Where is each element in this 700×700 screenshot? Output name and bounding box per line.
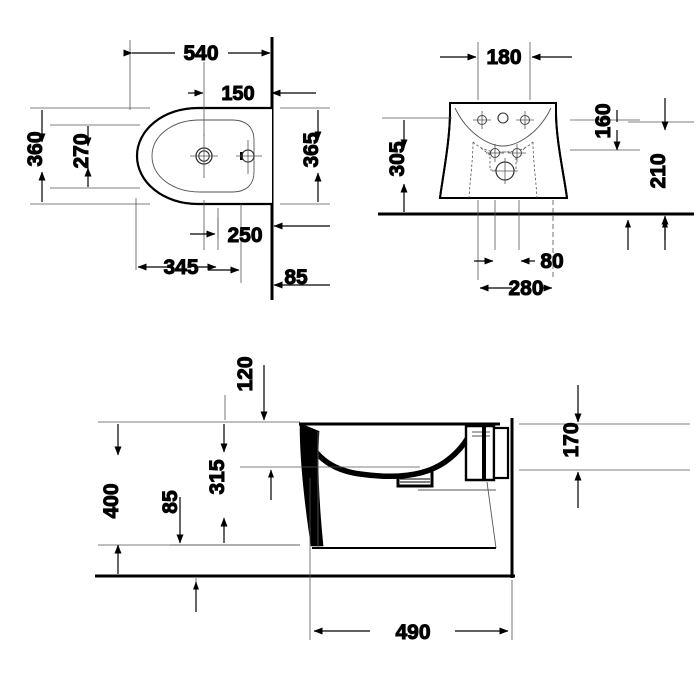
plan-dim-345: 345 xyxy=(137,256,217,280)
plan-dim-365: 365 xyxy=(300,110,324,202)
side-dim-170: 170 xyxy=(560,385,584,508)
plan-dim-85: 85 xyxy=(273,222,330,290)
side-dim-315-label: 315 xyxy=(206,459,229,494)
plan-dim-540: 540 xyxy=(123,42,271,66)
side-dim-490-label: 490 xyxy=(395,621,430,644)
front-lower-fixings xyxy=(486,144,526,162)
side-dim-400-label: 400 xyxy=(100,483,123,518)
plan-view-group: 540 150 360 270 365 xyxy=(24,37,330,300)
plan-dim-85-label: 85 xyxy=(284,266,308,289)
plan-dim-250-label: 250 xyxy=(227,224,262,247)
plan-dim-270-label: 270 xyxy=(70,133,93,168)
side-panel-right xyxy=(486,481,497,549)
front-right-edge xyxy=(555,103,568,199)
front-dim-210-label: 210 xyxy=(647,153,670,188)
side-dim-120-label: 120 xyxy=(234,356,257,391)
side-dim-400: 400 xyxy=(100,424,124,574)
front-drain xyxy=(492,158,518,184)
plan-dim-360: 360 xyxy=(24,110,48,202)
front-extension-lines xyxy=(382,42,694,280)
plan-dim-365-label: 365 xyxy=(300,132,323,167)
front-dim-180: 180 xyxy=(440,46,572,70)
side-dim-120: 120 xyxy=(234,356,268,421)
front-left-edge xyxy=(439,103,451,199)
front-dim-180-label: 180 xyxy=(486,46,521,69)
front-dim-280: 280 xyxy=(479,277,553,301)
front-dim-80-label: 80 xyxy=(540,250,563,273)
front-floor-tick-arrows xyxy=(625,219,668,250)
front-dim-210: 210 xyxy=(647,98,671,240)
front-dim-280-label: 280 xyxy=(508,277,543,300)
side-outlet-ribs xyxy=(396,470,434,488)
front-dim-80: 80 xyxy=(474,250,564,274)
front-rim-curve xyxy=(454,107,552,147)
front-dim-160: 160 xyxy=(592,103,621,151)
side-dim-85-label: 85 xyxy=(159,490,182,514)
side-dim-490: 490 xyxy=(313,621,509,645)
plan-dim-540-label: 540 xyxy=(183,42,218,65)
side-view-group: 120 400 315 85 170 xyxy=(95,356,690,645)
plan-dim-150-label: 150 xyxy=(221,83,254,105)
plan-dim-360-label: 360 xyxy=(24,131,47,166)
side-bowl-underside-curve xyxy=(300,423,476,480)
front-view-group: 180 305 160 210 80 2 xyxy=(378,42,694,301)
plan-extension-lines xyxy=(30,40,330,283)
front-dim-305: 305 xyxy=(386,120,410,212)
front-tap-hole xyxy=(497,112,509,124)
front-dim-160-label: 160 xyxy=(592,103,615,138)
side-dim-315: 315 xyxy=(206,424,230,543)
plan-dim-345-label: 345 xyxy=(163,256,198,279)
side-wall-bracket xyxy=(464,424,510,482)
plan-dim-270: 270 xyxy=(70,126,94,187)
front-dim-305-label: 305 xyxy=(386,141,409,176)
plan-dim-150: 150 xyxy=(188,83,316,106)
side-dim-85: 85 xyxy=(159,490,184,544)
front-upper-fixings xyxy=(473,111,534,129)
side-dim-170-label: 170 xyxy=(560,422,583,457)
plan-dim-250: 250 xyxy=(190,224,263,274)
